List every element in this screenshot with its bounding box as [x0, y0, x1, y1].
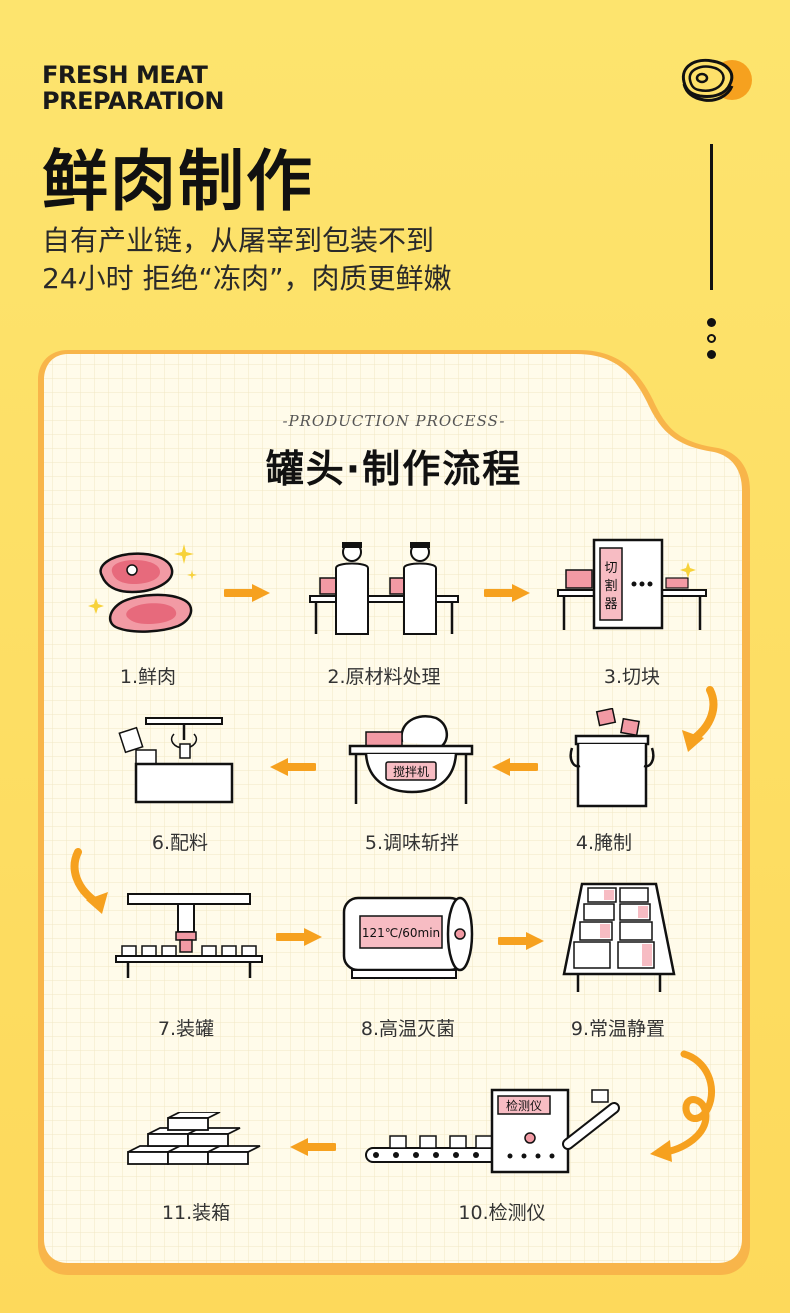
arrow-left-icon: [492, 758, 538, 776]
arrow-right-icon: [484, 584, 530, 602]
step-9-label: 9.常温静置: [570, 1018, 666, 1040]
arrow-left-icon: [270, 758, 316, 776]
marinate-bucket-icon: [568, 707, 658, 814]
step-1: 1.鲜肉: [38, 654, 258, 689]
meat-steak-icon: [88, 540, 208, 644]
cutter-text-1: 切: [604, 561, 617, 576]
step-5: 5.调味斩拌: [302, 820, 522, 855]
step-11-label: 11.装箱: [161, 1202, 231, 1224]
seasoning-machine-icon: [118, 714, 242, 810]
arrow-curve-down-icon: [682, 686, 718, 752]
arrow-left-icon: [290, 1138, 336, 1156]
subtitle-line-1: 自有产业链，从屠宰到包装不到: [42, 224, 435, 257]
step-9: 9.常温静置: [508, 1006, 728, 1041]
step-3: 3.切块: [522, 654, 742, 689]
process-card: -PRODUCTION PROCESS- 罐头·制作流程 1.鲜肉: [38, 350, 750, 1275]
step-10: 10.检测仪: [392, 1190, 612, 1225]
process-title: 罐头·制作流程: [265, 447, 523, 491]
dot-indicator-1: [707, 318, 716, 327]
step-2: 2.原材料处理: [274, 654, 494, 689]
mixer-text: 搅拌机: [393, 764, 429, 779]
workers-table-icon: [306, 538, 462, 642]
meat-logo-icon: [678, 52, 754, 112]
sterilizer-text: 121℃/60min: [362, 926, 440, 940]
step-7-label: 7.装罐: [157, 1018, 215, 1040]
arrow-right-icon: [276, 928, 322, 946]
inspection-machine-icon: 检测仪: [364, 1084, 624, 1178]
step-4-label: 4.腌制: [575, 832, 633, 854]
step-1-label: 1.鲜肉: [119, 666, 177, 688]
cutter-machine-icon: 切 割 器: [554, 538, 710, 642]
step-5-label: 5.调味斩拌: [364, 832, 460, 854]
step-2-label: 2.原材料处理: [327, 666, 441, 688]
page-title: 鲜肉制作: [42, 143, 314, 220]
canning-machine-icon: [114, 892, 264, 984]
arrow-right-icon: [224, 584, 270, 602]
arrow-curve-down-icon: [70, 848, 108, 914]
arrow-right-icon: [498, 932, 544, 950]
step-4: 4.腌制: [494, 820, 714, 855]
step-10-label: 10.检测仪: [458, 1202, 546, 1224]
cutter-text-2: 割: [604, 578, 617, 594]
subtitle-line-2: 24小时 拒绝“冻肉”，肉质更鲜嫩: [42, 262, 452, 295]
step-8: 8.高温灭菌: [298, 1006, 518, 1041]
step-3-label: 3.切块: [603, 666, 661, 688]
step-7: 7.装罐: [76, 1006, 296, 1041]
step-8-label: 8.高温灭菌: [360, 1018, 456, 1040]
step-11: 11.装箱: [86, 1190, 306, 1225]
dot-indicator-2: [707, 334, 716, 343]
subtitle: 自有产业链，从屠宰到包装不到 24小时 拒绝“冻肉”，肉质更鲜嫩: [42, 222, 452, 298]
sterilizer-icon: 121℃/60min: [338, 894, 476, 984]
step-6: 6.配料: [70, 820, 290, 855]
dot-indicator-3: [707, 350, 716, 359]
mixer-machine-icon: 搅拌机: [346, 712, 476, 810]
cooling-rack-icon: [560, 880, 678, 1002]
divider-line: [710, 144, 713, 290]
inspector-text: 检测仪: [506, 1098, 542, 1113]
step-6-label: 6.配料: [151, 832, 209, 854]
cutter-text-3: 器: [604, 597, 617, 612]
english-title: FRESH MEAT PREPARATION: [42, 61, 224, 115]
process-label: -PRODUCTION PROCESS-: [282, 412, 506, 430]
boxes-icon: [124, 1111, 264, 1176]
arrow-loop-icon: [650, 1050, 716, 1162]
